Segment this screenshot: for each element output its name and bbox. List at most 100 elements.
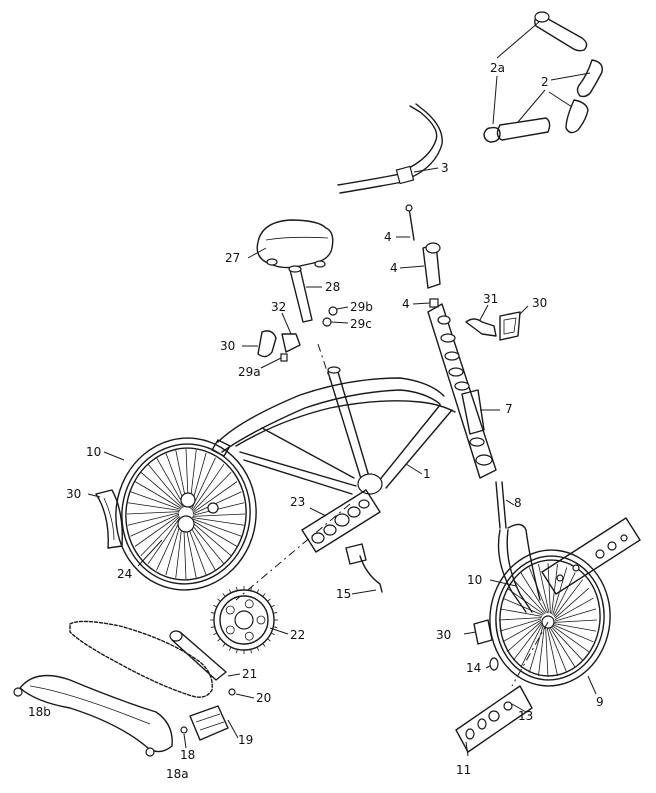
- callout-22: 22: [290, 628, 305, 642]
- callout-18: 18: [180, 748, 195, 762]
- callout-10: 10: [86, 445, 101, 459]
- spoke: [191, 518, 242, 537]
- sprocket-tooth: [270, 632, 275, 636]
- spoke: [130, 513, 180, 537]
- spoke: [513, 579, 546, 614]
- callout-29b: 29b: [350, 300, 373, 314]
- spoke: [191, 517, 245, 526]
- callout-18a: 18a: [166, 767, 189, 781]
- sprocket-tooth: [273, 612, 278, 614]
- front-wheel-reflector: [463, 619, 493, 645]
- sprocket-tooth: [236, 586, 238, 591]
- spoke: [134, 514, 180, 547]
- spoke: [554, 588, 590, 619]
- sprocket-tooth: [213, 632, 218, 636]
- callout-10: 10: [467, 573, 482, 587]
- chain-guard: [13, 674, 173, 757]
- bottom-bracket-panel: [301, 489, 381, 553]
- spoke: [551, 564, 558, 615]
- callout-8: 8: [514, 496, 522, 510]
- spoke: [498, 617, 542, 621]
- seatpost-centerline: [317, 343, 331, 381]
- spoke: [127, 512, 180, 526]
- sprocket-tooth: [267, 598, 271, 602]
- callout-29a: 29a: [238, 365, 261, 379]
- chain: [69, 620, 213, 698]
- spoke: [528, 567, 549, 614]
- spoke: [499, 618, 542, 632]
- sprocket-tooth: [262, 643, 266, 647]
- handlebar-grips: [483, 11, 603, 143]
- callout-9: 9: [596, 695, 604, 709]
- headset-parts-panel: [427, 303, 500, 479]
- sprocket-tooth: [213, 604, 218, 608]
- spoke: [192, 513, 246, 517]
- spoke: [506, 621, 542, 652]
- callout-2a: 2a: [490, 61, 505, 75]
- spoke: [507, 588, 545, 615]
- spoke: [547, 626, 568, 673]
- callout-23: 23: [290, 495, 305, 509]
- spoke: [126, 511, 180, 515]
- sprocket-tooth: [228, 589, 232, 594]
- grip-leaders: [492, 21, 591, 125]
- spoke: [520, 623, 543, 668]
- spoke: [538, 564, 550, 614]
- callout-7: 7: [505, 402, 513, 416]
- callout-21: 21: [242, 667, 257, 681]
- spoke: [192, 481, 238, 514]
- spoke: [191, 463, 225, 511]
- crank-arm: [169, 630, 241, 681]
- sprocket-hole: [225, 605, 235, 615]
- bicycle-frame: [211, 366, 456, 495]
- spoke: [550, 626, 583, 661]
- spoke: [192, 471, 232, 512]
- spoke: [130, 491, 181, 510]
- spoke: [520, 572, 547, 614]
- spoke: [538, 625, 545, 676]
- callout-1: 1: [423, 467, 431, 481]
- callout-27: 27: [225, 251, 240, 265]
- callout-28: 28: [325, 280, 340, 294]
- seatpost: [288, 265, 322, 323]
- spoke: [499, 608, 543, 617]
- sprocket-tooth: [256, 589, 260, 594]
- front-wheel: [489, 549, 611, 695]
- spoke: [156, 518, 181, 571]
- seat: [247, 219, 334, 269]
- spoke: [545, 626, 549, 678]
- callout-30: 30: [436, 628, 451, 642]
- spoke: [554, 579, 583, 618]
- spoke: [189, 519, 232, 557]
- spoke: [554, 619, 598, 623]
- callout-4: 4: [390, 261, 398, 275]
- sprocket-tooth: [210, 612, 215, 614]
- spoke: [147, 463, 184, 508]
- spoke: [134, 481, 182, 509]
- callout-30: 30: [220, 339, 235, 353]
- seat-clamp-hardware: [242, 306, 349, 369]
- sprocket-tooth: [267, 638, 271, 642]
- sprocket-tooth: [256, 646, 260, 651]
- callout-32: 32: [271, 300, 286, 314]
- axle-washer: [485, 657, 499, 671]
- spoke: [549, 626, 576, 668]
- spoke: [192, 491, 242, 515]
- spoke: [552, 624, 594, 643]
- callout-30: 30: [532, 296, 547, 310]
- front-hub-panel-lower: [455, 685, 533, 757]
- callout-18b: 18b: [28, 705, 51, 719]
- callout-24: 24: [117, 567, 132, 581]
- callout-13: 13: [518, 709, 533, 723]
- pedal-hardware: [180, 688, 255, 749]
- sprocket-tooth: [222, 593, 226, 597]
- rear-wheel: [103, 437, 257, 591]
- spoke: [554, 608, 597, 622]
- spoke: [528, 625, 544, 673]
- spoke: [502, 597, 544, 616]
- rear-reflector: [87, 489, 123, 549]
- sprocket-tooth: [250, 649, 252, 654]
- sprocket-hole: [225, 625, 235, 635]
- sprocket-tooth: [273, 626, 278, 628]
